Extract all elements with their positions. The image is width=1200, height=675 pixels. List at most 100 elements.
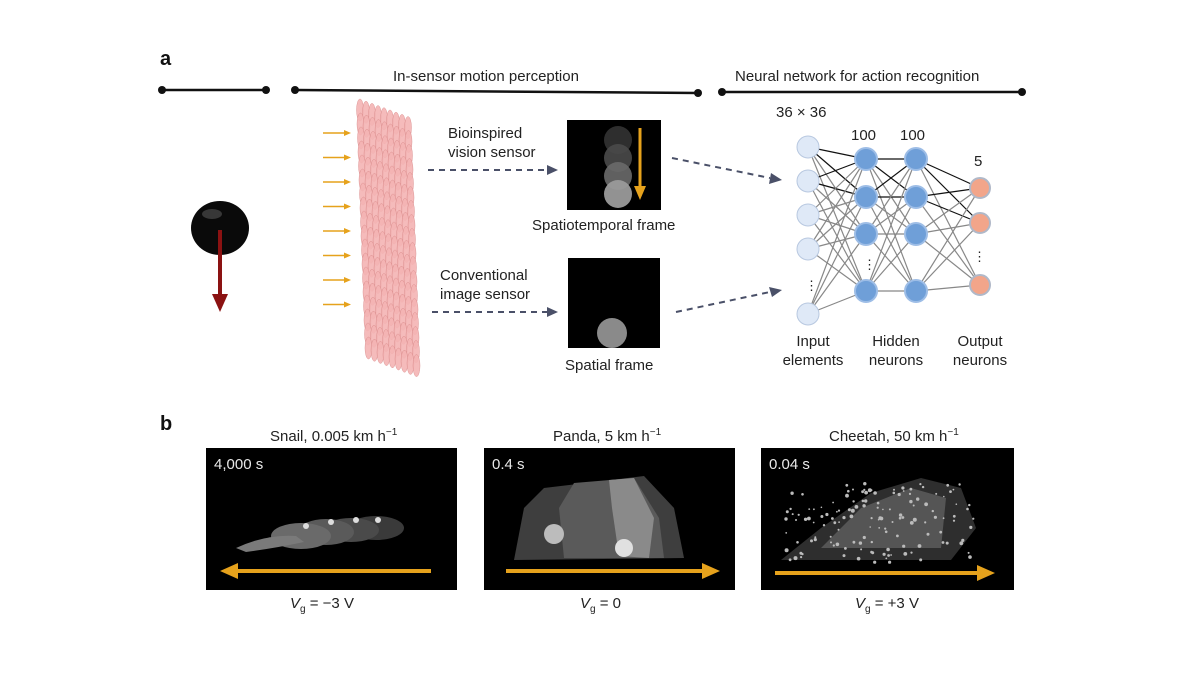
cheetah-speckle — [796, 541, 799, 544]
cheetah-speckle — [903, 552, 908, 556]
nn-edge — [807, 146, 867, 198]
output-node — [969, 212, 991, 234]
hidden-label-line2: neurons — [868, 352, 924, 369]
spatiotemporal-frame-label: Spatiotemporal frame — [532, 217, 676, 234]
cheetah-speckle — [793, 556, 798, 561]
cheetah-speckle — [831, 517, 834, 520]
cheetah-speckle — [813, 508, 815, 511]
cheetah-speckle — [863, 488, 866, 491]
cheetah-speckle — [873, 560, 877, 564]
cheetah-speckle — [972, 517, 975, 520]
cheetah-speckle — [788, 558, 792, 562]
input-ellipsis: ⋮ — [805, 278, 818, 293]
bio-sensor-line1: Bioinspired — [448, 125, 523, 142]
cheetah-speckle — [919, 558, 923, 562]
cheetah-speckle — [858, 541, 863, 545]
cheetah-speckle — [860, 548, 863, 551]
cheetah-speckle — [909, 487, 913, 491]
panda-title-sup: −1 — [649, 427, 662, 438]
cheetah-speckle — [856, 556, 861, 561]
hidden1-node — [854, 279, 878, 303]
cheetah-speckle — [820, 515, 824, 518]
nn-edge — [865, 158, 917, 292]
light-arrowhead — [344, 301, 351, 308]
cheetah-speckle — [864, 490, 868, 495]
cheetah-speckle — [830, 541, 832, 544]
panda-time: 0.4 s — [492, 456, 525, 473]
output-node — [969, 274, 991, 296]
input-label-line2: elements — [782, 352, 844, 369]
hidden2-node — [904, 222, 928, 246]
output-neurons-label: Output neurons — [940, 332, 1020, 370]
dashed-arrows — [428, 157, 771, 313]
cheetah-speckle — [862, 535, 866, 540]
cheetah-speckle — [917, 544, 922, 548]
cheetah-vg-sub: g — [865, 604, 871, 615]
hidden1-size-label: 100 — [851, 127, 877, 144]
snail-trace — [220, 516, 431, 579]
panda-frame: 0.4 s — [484, 448, 735, 590]
cheetah-speckle — [813, 538, 817, 542]
cheetah-speckle — [890, 554, 892, 556]
nn-edge — [807, 196, 867, 250]
cheetah-speckle — [933, 515, 937, 519]
cheetah-speckle — [842, 516, 846, 520]
cheetah-speckle — [869, 526, 871, 528]
cheetah-speckle — [849, 514, 854, 519]
nn-edge — [865, 196, 917, 292]
cheetah-speckle — [969, 525, 973, 529]
light-arrowhead — [344, 154, 351, 161]
cheetah-speckle — [884, 527, 887, 530]
cheetah-speckle — [808, 508, 811, 510]
cheetah-speckle — [870, 550, 873, 554]
cheetah-speckle — [785, 532, 788, 534]
cheetah-time: 0.04 s — [769, 456, 810, 473]
cheetah-speckle — [888, 508, 891, 511]
cheetah-speckle — [837, 528, 840, 531]
output-label-line2: neurons — [952, 352, 1008, 369]
hidden-neurons-label: Hidden neurons — [856, 332, 936, 370]
cheetah-speckle — [901, 486, 905, 490]
cheetah-speckle — [878, 527, 881, 529]
hidden2-node — [904, 147, 928, 171]
cheetah-speckle — [845, 493, 849, 498]
nn-edge — [915, 158, 981, 286]
snail-frame: 4,000 s — [206, 448, 457, 590]
input-node — [796, 203, 820, 227]
cheetah-speckle — [852, 540, 856, 544]
spatiotemporal-frame-image — [567, 120, 661, 210]
cheetah-speckle — [912, 517, 917, 522]
cheetah-speckle — [924, 521, 927, 524]
input-size-label: 36 × 36 — [776, 104, 827, 121]
cheetah-speckle — [807, 516, 811, 521]
cheetah-speckle — [810, 539, 813, 543]
hidden2-size-label: 100 — [900, 127, 926, 144]
output-size-label: 5 — [974, 153, 983, 170]
hidden2-node — [904, 185, 928, 209]
cheetah-title-text: Cheetah, 50 km h — [829, 428, 948, 445]
conv-sensor-line2: image sensor — [440, 286, 531, 303]
cheetah-speckle — [952, 488, 955, 491]
cheetah-speckle — [784, 548, 789, 553]
light-arrowhead — [344, 252, 351, 259]
cheetah-speckle — [835, 542, 840, 547]
nn-edge — [865, 233, 917, 292]
cheetah-speckle — [893, 488, 895, 491]
cheetah-speckle — [959, 541, 964, 546]
cheetah-speckle — [844, 547, 847, 550]
nn-edge — [807, 180, 867, 235]
cheetah-speckle — [909, 499, 913, 504]
cheetah-speckle — [879, 516, 884, 521]
cheetah-speckle — [863, 482, 867, 486]
nn-edge — [807, 146, 867, 292]
cheetah-speckle — [801, 493, 804, 496]
cheetah-speckle — [814, 536, 817, 539]
hidden1-ellipsis: ⋮ — [863, 257, 876, 272]
cheetah-speckle — [912, 504, 915, 507]
cheetah-speckle — [885, 557, 888, 560]
output-label-line1: Output — [957, 333, 1003, 350]
cheetah-speckle — [968, 555, 972, 559]
snail-vg-val: = −3 V — [305, 595, 354, 612]
cheetah-speckle — [909, 521, 914, 525]
cheetah-speckle — [916, 497, 920, 501]
